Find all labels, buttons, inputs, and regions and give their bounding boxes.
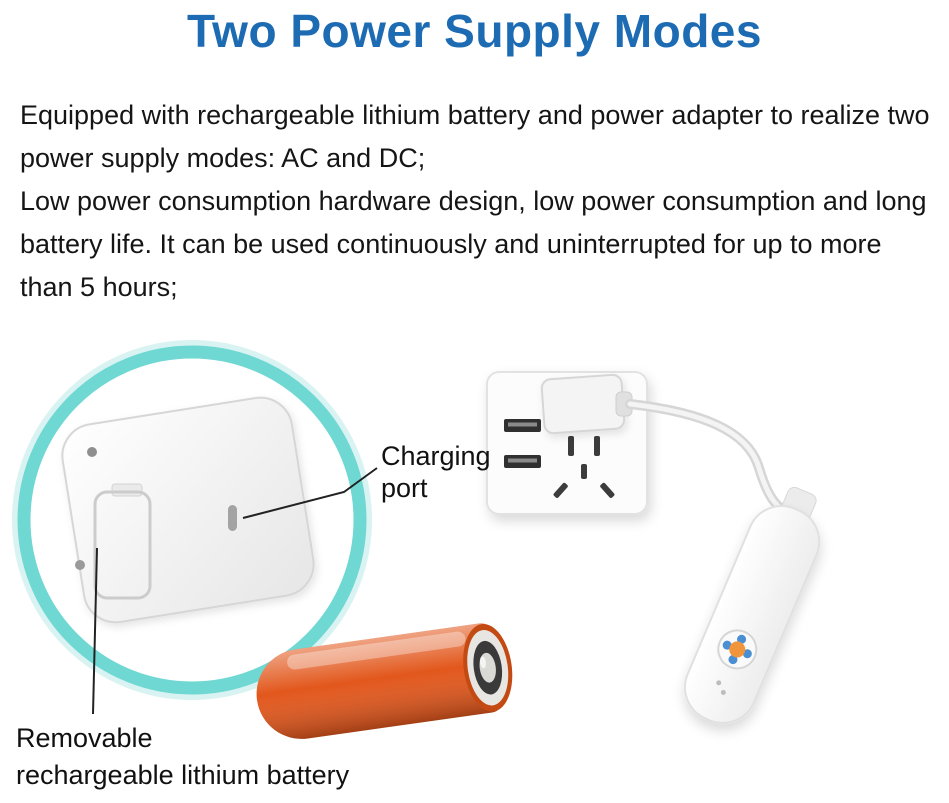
- button-blue-dot: [722, 640, 732, 650]
- battery-highlight: [287, 631, 466, 670]
- removable-battery-label-line2: rechargeable lithium battery: [16, 760, 350, 790]
- description-text: Equipped with rechargeable lithium batte…: [20, 94, 933, 309]
- usb-port: [504, 419, 541, 432]
- power-adapter: [540, 373, 633, 435]
- pointer-line-battery: [92, 547, 98, 715]
- screw-dot: [75, 560, 85, 570]
- cap-highlight: [479, 656, 487, 669]
- button-center: [729, 641, 746, 658]
- usb-port: [504, 455, 541, 468]
- device-cube: [61, 396, 315, 624]
- battery-door: [93, 490, 152, 600]
- socket-three-pin-holes: [553, 464, 615, 498]
- usb-port-tab: [508, 422, 537, 427]
- pin-slot: [553, 482, 568, 498]
- pin-slot: [594, 436, 600, 456]
- socket-two-pin-holes: [568, 436, 600, 456]
- button-blue-dot: [742, 649, 752, 659]
- page-title: Two Power Supply Modes: [187, 5, 762, 57]
- pin-slot: [600, 482, 615, 498]
- device-body: [684, 505, 821, 724]
- adapter-body: [540, 373, 626, 435]
- handheld-device: [684, 486, 821, 724]
- power-cable: [625, 399, 795, 521]
- battery-end-cap: [463, 624, 513, 712]
- magnifier-outer-ring: [12, 340, 372, 700]
- removable-battery-label: Removable rechargeable lithium battery: [16, 720, 349, 794]
- removable-battery-label-line1: Removable: [16, 723, 153, 753]
- pin-slot: [581, 464, 587, 479]
- pointer-line-charging-port: [242, 467, 378, 519]
- screw-dot: [87, 447, 97, 457]
- pin-slot: [568, 436, 574, 456]
- battery-shading: [256, 623, 511, 739]
- device-cube-body: [61, 396, 315, 624]
- lithium-battery: [256, 623, 513, 739]
- button-blue-dot: [737, 634, 747, 644]
- charging-port-label: Charging port: [381, 440, 491, 504]
- indicator-dot: [720, 689, 726, 695]
- indicator-dot: [716, 680, 722, 686]
- description-paragraph-2: Low power consumption hardware design, l…: [20, 186, 927, 302]
- usb-port-tab: [508, 458, 537, 463]
- power-button: [717, 629, 758, 670]
- battery-door-latch: [111, 483, 143, 497]
- charging-port-slot: [228, 505, 237, 531]
- description-paragraph-1: Equipped with rechargeable lithium batte…: [20, 100, 930, 173]
- charging-port-label-line2: port: [381, 473, 428, 503]
- button-blue-dot: [728, 655, 738, 665]
- cable-highlight: [627, 401, 793, 519]
- charging-port-label-line1: Charging: [381, 441, 491, 471]
